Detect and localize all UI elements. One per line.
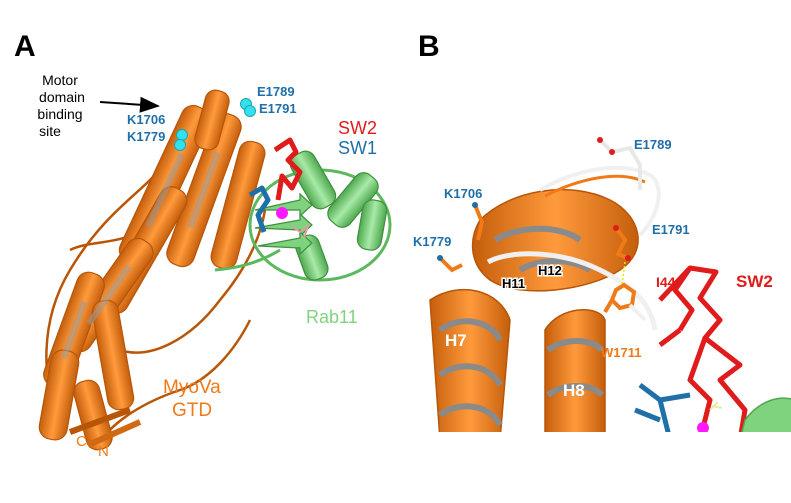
label-b-k1779: K1779	[413, 234, 451, 249]
label-a-k1779: K1779	[127, 129, 165, 144]
motor-site-line-3: binding	[37, 106, 82, 122]
residue-w1711-sticks	[603, 282, 647, 322]
residue-e1789-sticks	[597, 137, 642, 190]
residue-e1791-sticks	[613, 225, 631, 286]
label-b-w1711: W1711	[601, 345, 641, 360]
panel-b: B	[413, 30, 791, 432]
helix-h7	[429, 288, 511, 432]
label-a-e1789: E1789	[257, 84, 295, 99]
motor-site-arrow	[99, 96, 160, 113]
rab11-strand	[741, 397, 791, 432]
motor-site-line-2: domain	[39, 89, 85, 105]
panel-a: A	[14, 30, 392, 460]
magnesium-ion-b	[697, 422, 709, 432]
panel-a-letter: A	[14, 30, 36, 63]
ligand-b	[709, 401, 723, 411]
sw2-loop	[273, 137, 303, 201]
motor-site-line-4: site	[39, 123, 61, 139]
label-b-e1791: E1791	[652, 222, 690, 237]
label-a-gtd: GTD	[172, 400, 212, 421]
label-b-k1706: K1706	[444, 186, 482, 201]
rab11-structure	[214, 150, 392, 282]
magnesium-ion	[276, 207, 288, 219]
label-a-e1791: E1791	[259, 101, 297, 116]
panel-b-letter: B	[418, 30, 440, 63]
myova-gtd-structure	[38, 89, 267, 451]
label-a-n-terminus: N	[98, 443, 109, 460]
label-a-sw1: SW1	[338, 138, 377, 158]
sw1-loop	[248, 185, 271, 233]
motor-site-label: Motor domain binding site	[37, 72, 85, 139]
label-b-h12: H12	[538, 263, 562, 278]
motor-site-line-1: Motor	[42, 72, 78, 88]
helix-h8	[544, 309, 606, 432]
helix-h11-h12-region	[471, 165, 661, 331]
label-a-sw2: SW2	[338, 118, 377, 138]
sw1-sticks	[634, 383, 691, 432]
label-b-h7: H7	[445, 331, 467, 350]
residue-k1706-sticks	[472, 202, 485, 241]
label-a-myova: MyoVa	[163, 377, 221, 398]
cyan-residue-spheres	[174, 98, 256, 151]
label-b-h11: H11	[502, 276, 525, 291]
label-a-k1706: K1706	[127, 112, 165, 127]
label-a-c-terminus: C	[76, 433, 87, 450]
sw2-sticks	[658, 265, 748, 432]
nucleotide-ligand	[291, 223, 310, 239]
residue-k1779-sticks	[437, 255, 463, 273]
label-b-h8: H8	[563, 381, 585, 400]
label-b-sw2: SW2	[736, 272, 773, 291]
panel-b-structure	[429, 137, 791, 432]
label-b-i44: I44	[656, 274, 676, 290]
label-b-e1789: E1789	[634, 137, 672, 152]
label-a-rab11: Rab11	[306, 307, 358, 327]
